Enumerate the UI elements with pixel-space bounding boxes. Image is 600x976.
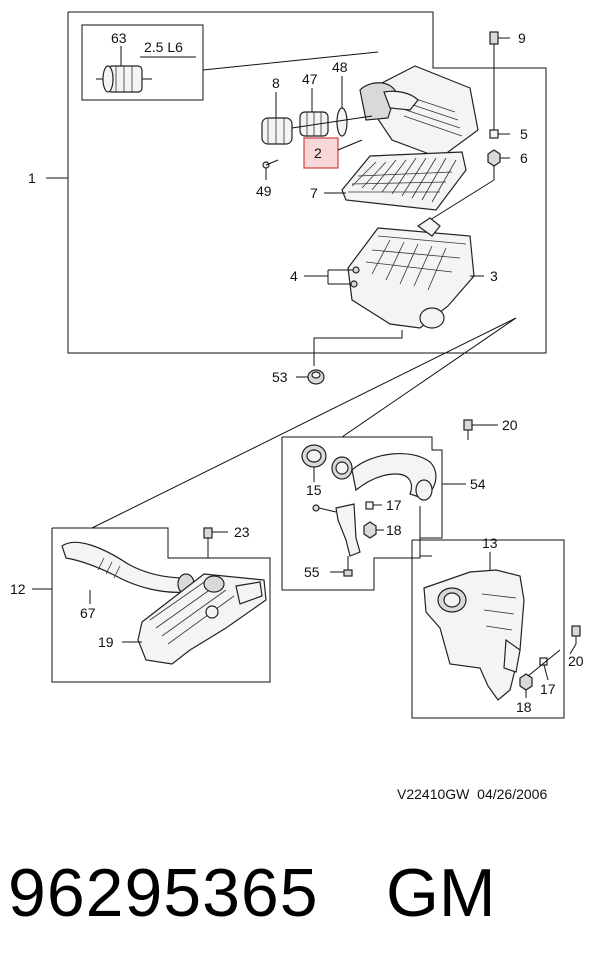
callout-4: 4 [290, 268, 298, 284]
drawing-date: 04/26/2006 [477, 786, 548, 802]
leader-17b [543, 664, 549, 681]
air-cleaner-assembly-19 [137, 573, 267, 665]
clip-4-upper [352, 266, 360, 274]
leader-20b [569, 643, 577, 655]
clip-17-lower [539, 657, 548, 666]
frame-pointer-53 [313, 330, 403, 353]
bolt-20-lower [571, 625, 581, 644]
leader-6-diag [429, 179, 495, 221]
callout-13: 13 [482, 535, 498, 551]
part-number: 96295365 [8, 855, 319, 931]
callout-5: 5 [520, 126, 528, 142]
callout-1: 1 [28, 170, 36, 186]
bolt-55 [343, 556, 353, 577]
nut-6 [487, 149, 501, 167]
engine-label: 2.5 L6 [144, 39, 183, 55]
seal-15 [301, 444, 327, 468]
air-cleaner-lower-housing-3 [347, 217, 475, 329]
callout-48: 48 [332, 59, 348, 75]
callout-6: 6 [520, 150, 528, 166]
callout-54: 54 [470, 476, 486, 492]
bracket-55 [335, 503, 361, 557]
inset-leader [202, 51, 379, 71]
intake-hose-67 [61, 541, 195, 595]
clip-5 [489, 129, 499, 139]
callout-18-lower: 18 [516, 699, 532, 715]
mass-air-flow-sensor-63 [96, 65, 152, 93]
callout-53: 53 [272, 369, 288, 385]
resonator-duct-54 [351, 452, 437, 501]
bolt-23 [203, 527, 213, 558]
duct-axis [291, 115, 373, 129]
sensor-63-inset [81, 24, 204, 101]
callout-55: 55 [304, 564, 320, 580]
bolt-9 [489, 31, 499, 130]
callout-20-lower: 20 [568, 653, 584, 669]
callout-47: 47 [302, 71, 318, 87]
grommet-53 [307, 369, 325, 385]
subassembly-frame-12 [51, 527, 271, 683]
air-cleaner-housing-13 [423, 569, 525, 701]
intake-duct-8 [261, 117, 293, 145]
air-cleaner-cover [359, 65, 479, 159]
connector-to-54 [341, 317, 517, 438]
callout-9: 9 [518, 30, 526, 46]
seal-ring-54 [331, 456, 353, 480]
callout-17-lower: 17 [540, 681, 556, 697]
brand-name: GM [386, 855, 496, 931]
callout-19: 19 [98, 634, 114, 650]
drawing-reference: V22410GW 04/26/2006 [397, 786, 547, 802]
highlight-box-2 [303, 137, 339, 169]
leader-20b-conn [527, 649, 561, 677]
subassembly-frame-13 [411, 539, 565, 719]
leader-2 [337, 139, 363, 151]
air-filter-element-7 [341, 151, 467, 211]
callout-49: 49 [256, 183, 272, 199]
callout-17-upper: 17 [386, 497, 402, 513]
drawing-code: V22410GW [397, 786, 470, 802]
assembly-frame-1 [67, 11, 547, 354]
clip-4-lower [350, 280, 358, 288]
callout-15: 15 [306, 482, 322, 498]
clamp-48 [336, 107, 348, 137]
clip-17-upper [365, 501, 374, 510]
callout-8: 8 [272, 75, 280, 91]
callout-67: 67 [80, 605, 96, 621]
bolt-20-upper [463, 419, 473, 440]
screw-bracket [312, 504, 337, 513]
callout-2: 2 [314, 145, 322, 161]
resonator-47 [299, 111, 329, 137]
screw-49 [262, 159, 279, 169]
callout-63: 63 [111, 30, 127, 46]
callout-18-upper: 18 [386, 522, 402, 538]
callout-20-upper: 20 [502, 417, 518, 433]
connector-to-12 [91, 317, 517, 529]
callout-23: 23 [234, 524, 250, 540]
connector-54-to-13 [419, 506, 432, 557]
callout-3: 3 [490, 268, 498, 284]
callout-7: 7 [310, 185, 318, 201]
nut-18-upper [363, 521, 377, 539]
callout-12: 12 [10, 581, 26, 597]
nut-18-lower [519, 673, 533, 691]
